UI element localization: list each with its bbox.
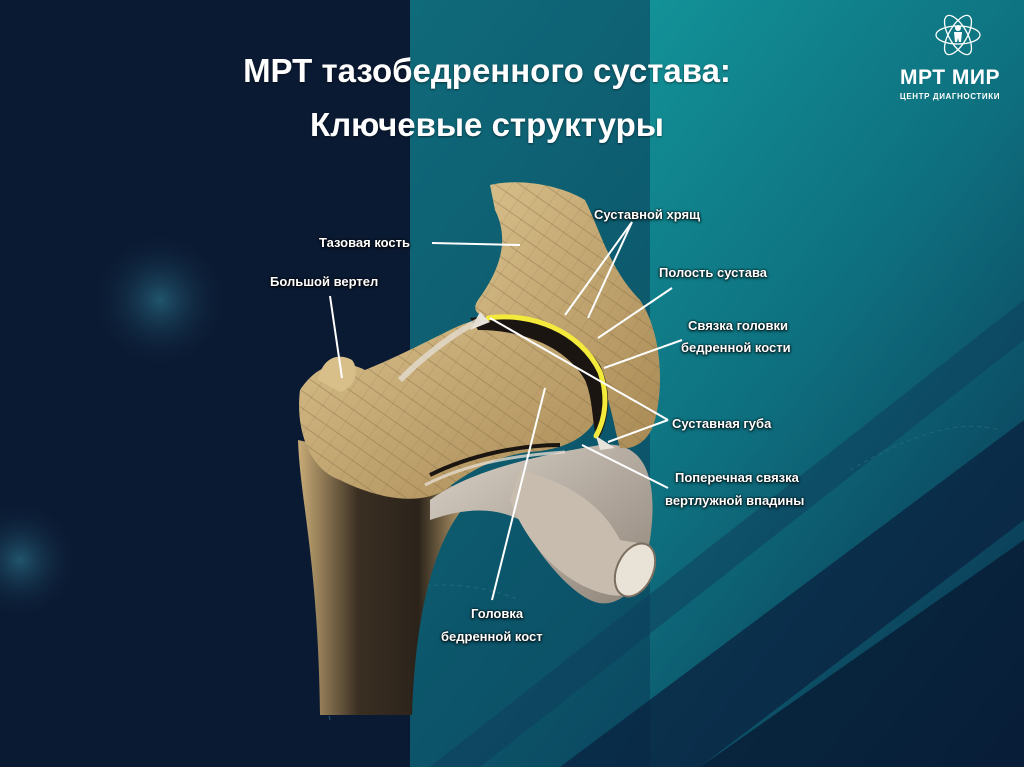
label-greater-trochanter: Большой вертел [270, 274, 379, 289]
label-articular-cartilage: Суставной хрящ [594, 207, 701, 222]
label-pelvis: Тазовая кость [319, 235, 411, 250]
slide-title-line-1: МРТ тазобедренного сустава: [243, 52, 731, 89]
hip-joint-illustration [298, 182, 660, 715]
label-ligament-head-line-2: бедренной кости [681, 340, 791, 355]
label-joint-cavity: Полость сустава [659, 265, 768, 280]
leader-lines [329, 221, 683, 601]
label-ligament-head-line-1: Связка головки [688, 318, 788, 333]
label-transverse-ligament-line-2: вертлужной впадины [665, 493, 805, 508]
slide-title-line-2: Ключевые структуры [310, 106, 664, 143]
label-femoral-head-line-2: бедренной кост [441, 629, 543, 644]
label-labrum: Суставная губа [672, 416, 772, 431]
label-transverse-ligament-line-1: Поперечная связка [675, 470, 799, 485]
label-femoral-head-line-1: Головка [471, 606, 524, 621]
logo-name: МРТ МИР [900, 66, 1000, 89]
logo-subtitle: ЦЕНТР ДИАГНОСТИКИ [899, 92, 1001, 101]
